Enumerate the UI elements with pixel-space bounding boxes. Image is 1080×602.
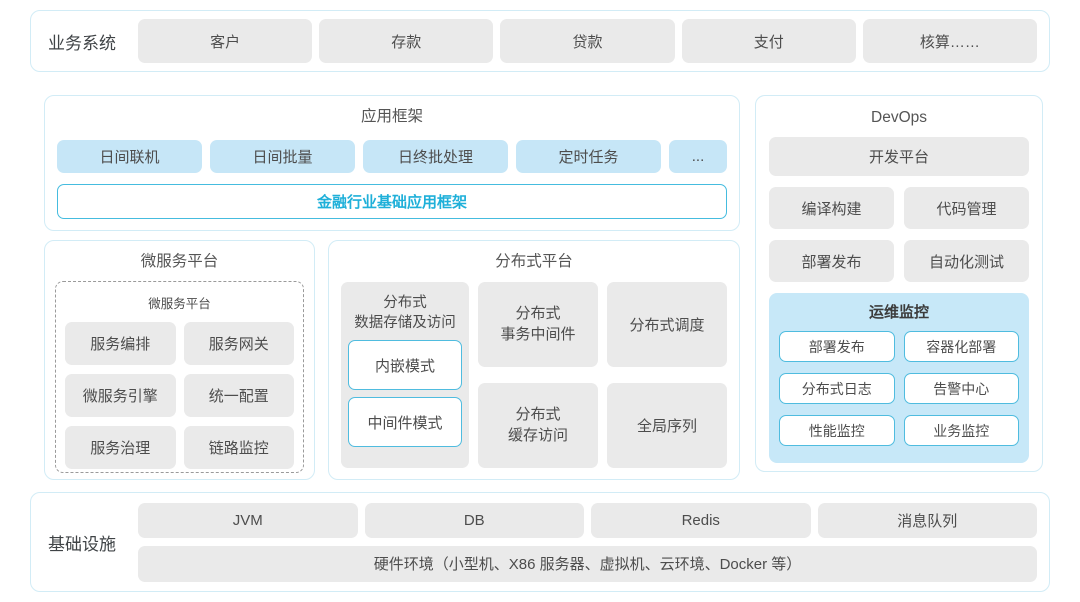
- distributed-right-column: 分布式调度 全局序列: [607, 282, 727, 468]
- ops-monitor-title: 运维监控: [868, 304, 929, 321]
- microservices-title: 微服务平台: [140, 253, 219, 270]
- infrastructure-label: 基础设施: [48, 534, 116, 554]
- microservices-inner-title: 微服务平台: [148, 297, 211, 311]
- microservices-grid: 服务编排 服务网关 微服务引擎 统一配置 服务治理 链路监控: [65, 322, 294, 469]
- app-framework-title: 应用框架: [360, 108, 423, 125]
- monitor-item-deploy-release: 部署发布: [779, 331, 895, 362]
- storage-mode-embedded: 内嵌模式: [348, 340, 462, 391]
- infrastructure-content: JVM DB Redis 消息队列 硬件环境（小型机、X86 服务器、虚拟机、云…: [138, 502, 1037, 582]
- monitor-item-business: 业务监控: [903, 415, 1019, 446]
- finance-base-framework-banner: 金融行业基础应用框架: [57, 184, 727, 219]
- business-item-customer: 客户: [138, 19, 313, 63]
- ops-monitor-grid: 部署发布 容器化部署 分布式日志 告警中心 性能监控 业务监控: [779, 331, 1019, 446]
- app-framework-row: 日间联机 日间批量 日终批处理 定时任务 ...: [57, 140, 727, 173]
- distributed-storage-label: 分布式 数据存储及访问: [354, 295, 456, 331]
- dist-item-global-sequence: 全局序列: [607, 383, 727, 468]
- devops-item-deploy: 部署发布: [769, 240, 894, 282]
- business-item-deposit: 存款: [319, 19, 494, 63]
- micro-item-engine: 微服务引擎: [65, 374, 176, 417]
- appfw-item-more: ...: [669, 140, 727, 173]
- microservices-inner-box: 微服务平台 服务编排 服务网关 微服务引擎 统一配置 服务治理 链路监控: [55, 281, 304, 473]
- appfw-item-eod-batch: 日终批处理: [363, 140, 508, 173]
- devops-dev-platform: 开发平台: [769, 137, 1029, 176]
- business-systems-label: 业务系统: [48, 33, 116, 53]
- business-item-payment: 支付: [681, 19, 856, 63]
- dist-item-cache-access: 分布式 缓存访问: [478, 383, 598, 468]
- micro-item-orchestration: 服务编排: [65, 322, 176, 365]
- devops-panel: DevOps 开发平台 编译构建 代码管理 部署发布 自动化测试 运维监控 部署…: [755, 95, 1043, 472]
- infra-item-jvm: JVM: [138, 502, 358, 538]
- monitor-item-performance: 性能监控: [779, 415, 895, 446]
- infra-item-redis: Redis: [591, 502, 811, 538]
- micro-item-unified-config: 统一配置: [183, 374, 294, 417]
- app-framework-panel: 应用框架 日间联机 日间批量 日终批处理 定时任务 ... 金融行业基础应用框架: [44, 95, 740, 231]
- micro-item-gateway: 服务网关: [183, 322, 294, 365]
- business-item-loan: 贷款: [500, 19, 675, 63]
- appfw-item-scheduled-task: 定时任务: [516, 140, 661, 173]
- monitor-item-containerized: 容器化部署: [903, 331, 1019, 362]
- business-systems-row: 客户 存款 贷款 支付 核算……: [138, 19, 1038, 63]
- storage-mode-middleware: 中间件模式: [348, 397, 462, 448]
- devops-title: DevOps: [871, 109, 927, 126]
- ops-monitor-box: 运维监控 部署发布 容器化部署 分布式日志 告警中心 性能监控 业务监控: [769, 293, 1029, 463]
- micro-item-trace-monitor: 链路监控: [183, 426, 294, 469]
- devops-item-build: 编译构建: [769, 187, 894, 229]
- distributed-title: 分布式平台: [495, 253, 573, 270]
- business-systems-panel: 业务系统 客户 存款 贷款 支付 核算……: [30, 10, 1050, 72]
- infrastructure-panel: 基础设施 JVM DB Redis 消息队列 硬件环境（小型机、X86 服务器、…: [30, 492, 1050, 592]
- micro-item-governance: 服务治理: [65, 426, 176, 469]
- infrastructure-row: JVM DB Redis 消息队列: [138, 502, 1037, 538]
- distributed-columns: 分布式 数据存储及访问 内嵌模式 中间件模式 分布式 事务中间件 分布式 缓存访…: [341, 282, 727, 468]
- microservices-panel: 微服务平台 微服务平台 服务编排 服务网关 微服务引擎 统一配置 服务治理 链路…: [44, 240, 315, 480]
- devops-grid: 编译构建 代码管理 部署发布 自动化测试: [769, 187, 1029, 282]
- distributed-middle-column: 分布式 事务中间件 分布式 缓存访问: [478, 282, 598, 468]
- distributed-storage-box: 分布式 数据存储及访问 内嵌模式 中间件模式: [341, 282, 469, 468]
- business-item-accounting: 核算……: [862, 19, 1038, 63]
- distributed-panel: 分布式平台 分布式 数据存储及访问 内嵌模式 中间件模式 分布式 事务中间件 分…: [328, 240, 740, 480]
- appfw-item-daytime-batch: 日间批量: [210, 140, 355, 173]
- monitor-item-distributed-log: 分布式日志: [779, 373, 895, 404]
- dist-item-transaction-middleware: 分布式 事务中间件: [478, 282, 598, 367]
- infra-hardware-environment: 硬件环境（小型机、X86 服务器、虚拟机、云环境、Docker 等）: [138, 545, 1037, 582]
- infra-item-db: DB: [364, 502, 584, 538]
- devops-item-code-mgmt: 代码管理: [904, 187, 1029, 229]
- monitor-item-alert-center: 告警中心: [903, 373, 1019, 404]
- appfw-item-daytime-online: 日间联机: [57, 140, 202, 173]
- dist-item-scheduling: 分布式调度: [607, 282, 727, 367]
- infra-item-message-queue: 消息队列: [817, 502, 1037, 538]
- devops-item-auto-test: 自动化测试: [904, 240, 1029, 282]
